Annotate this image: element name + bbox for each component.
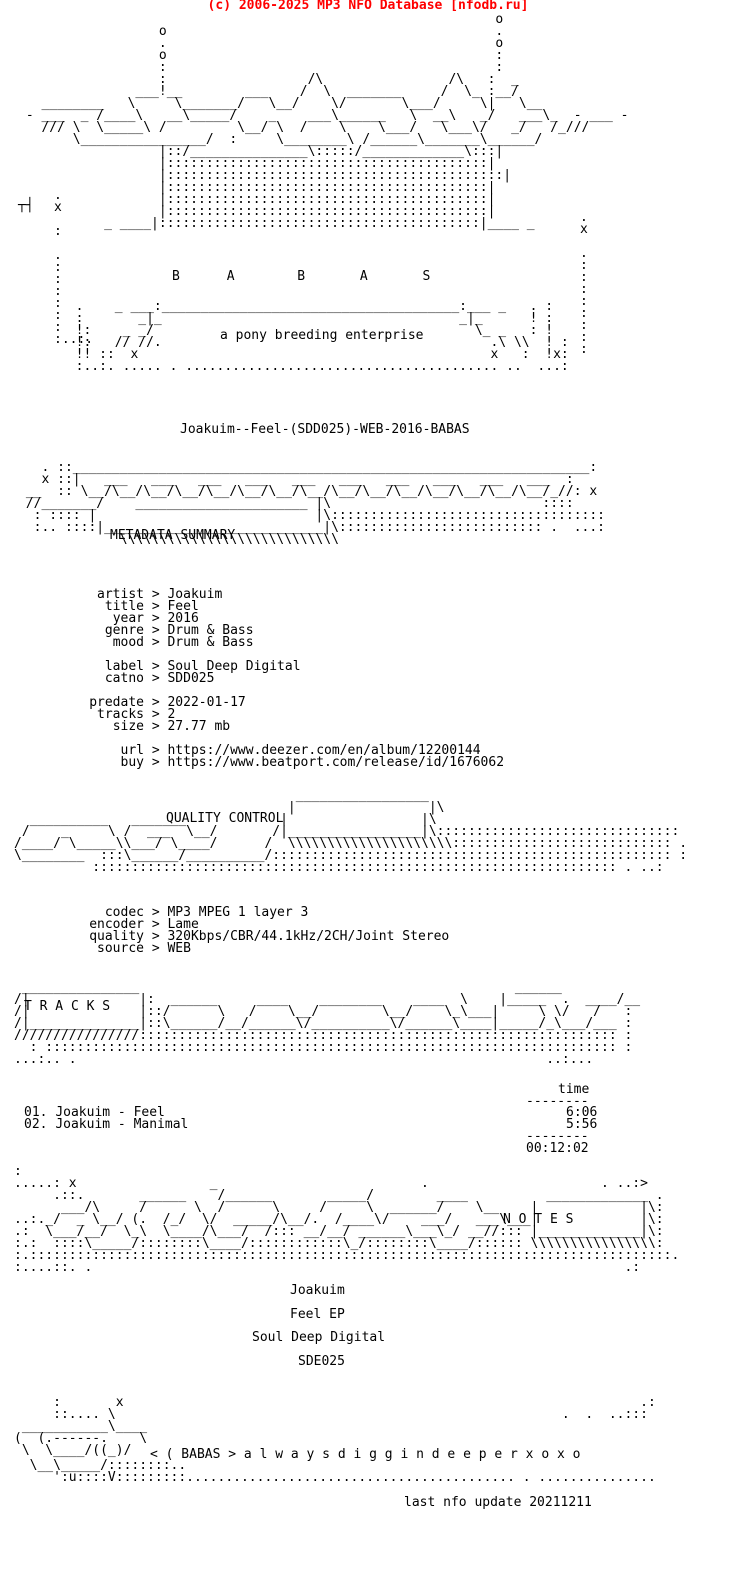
footer-slogan: < ( BABAS > a l w a y s d i g g i n d e …	[150, 1447, 581, 1462]
track-row: 02. Joakuim - Manimal	[24, 1117, 189, 1132]
logo-frame-left: . x : . : : : : : : :..:.	[54, 188, 94, 347]
babas-logo-ascii: o o . . o o :	[25, 12, 629, 231]
metadata-row-title: title > Feel	[104, 599, 199, 614]
track-row: 01. Joakuim - Feel	[24, 1105, 165, 1120]
logo-box-ascii: . _ ___:________________________________…	[75, 299, 569, 374]
metadata-row-year: year > 2016	[112, 611, 199, 626]
metadata-banner-ascii: . ::____________________________________…	[25, 460, 605, 547]
metadata-table: artist > Joakuim title > Feel year > 201…	[24, 587, 505, 770]
metadata-row-mood: mood > Drum & Bass	[112, 635, 254, 650]
release-name: Joakuim--Feel-(SDD025)-WEB-2016-BABAS	[180, 422, 470, 437]
track-time: 5:56	[566, 1117, 598, 1132]
track-time: 6:06	[566, 1105, 598, 1120]
track-time-header: time	[558, 1082, 590, 1097]
logo-tagline: a pony breeding enterprise	[220, 328, 424, 343]
track-total-time: 00:12:02	[526, 1141, 589, 1156]
metadata-section-title: METADATA SUMMARY	[110, 528, 236, 543]
metadata-row-label: label > Soul Deep Digital	[104, 659, 301, 674]
metadata-row-url: url > https://www.deezer.com/en/album/12…	[120, 743, 481, 758]
notes-section-title: N O T E S	[503, 1212, 574, 1227]
metadata-row-predate: predate > 2022-01-17	[89, 695, 246, 710]
footer-ascii: : x .: ::.... \ . . ..::: ___________\__…	[14, 1395, 656, 1458]
metadata-row-buy: buy > https://www.beatport.com/release/i…	[120, 755, 505, 770]
track-time-rule-top: --------	[526, 1094, 589, 1109]
metadata-row-tracks: tracks > 2	[97, 707, 176, 722]
nfodb-copyright-link[interactable]: (c) 2006-2025 MP3 NFO Database [nfodb.ru…	[207, 0, 529, 13]
quality-row-codec: codec > MP3 MPEG 1 layer 3	[104, 905, 309, 920]
tracks-banner-ascii: _______________ ______ /| |: ______ ____…	[14, 980, 641, 1067]
notes-line: SDE025	[298, 1354, 345, 1369]
metadata-row-artist: artist > Joakuim	[97, 587, 223, 602]
quality-row-encoder: encoder > Lame	[89, 917, 199, 932]
logo-letters: B A B A S	[172, 269, 431, 284]
logo-side-ornaments: ┬┤	[18, 198, 34, 213]
quality-section-title: QUALITY CONTROL	[166, 811, 284, 826]
footer-ascii-bottom: \__\_____/::::::::.. ':u::::V:::::::::..…	[29, 1458, 656, 1485]
notes-line: Soul Deep Digital	[252, 1330, 386, 1345]
last-update: last nfo update 20211211	[404, 1495, 592, 1510]
notes-line: Feel EP	[290, 1307, 345, 1322]
logo-frame-right: . x . : : : : : : : :	[580, 210, 588, 357]
notes-line: Joakuim	[290, 1283, 345, 1298]
tracks-section-title: T R A C K S	[24, 999, 111, 1014]
metadata-row-catno: catno > SDD025	[104, 671, 215, 686]
quality-row-source: source > WEB	[97, 941, 191, 956]
metadata-row-genre: genre > Drum & Bass	[104, 623, 254, 638]
quality-row-quality: quality > 320Kbps/CBR/44.1kHz/2CH/Joint …	[89, 929, 450, 944]
quality-banner-ascii: _________________ | |\ __________ ______…	[14, 788, 688, 875]
quality-table: codec > MP3 MPEG 1 layer 3 encoder > Lam…	[24, 905, 450, 956]
notes-banner-ascii: : .....: x _ . . ..:> .::. ______ /_____…	[14, 1164, 680, 1275]
track-time-rule-bottom: --------	[526, 1129, 589, 1144]
metadata-row-size: size > 27.77 mb	[112, 719, 231, 734]
nfodb-header: (c) 2006-2025 MP3 NFO Database [nfodb.ru…	[0, 0, 736, 12]
